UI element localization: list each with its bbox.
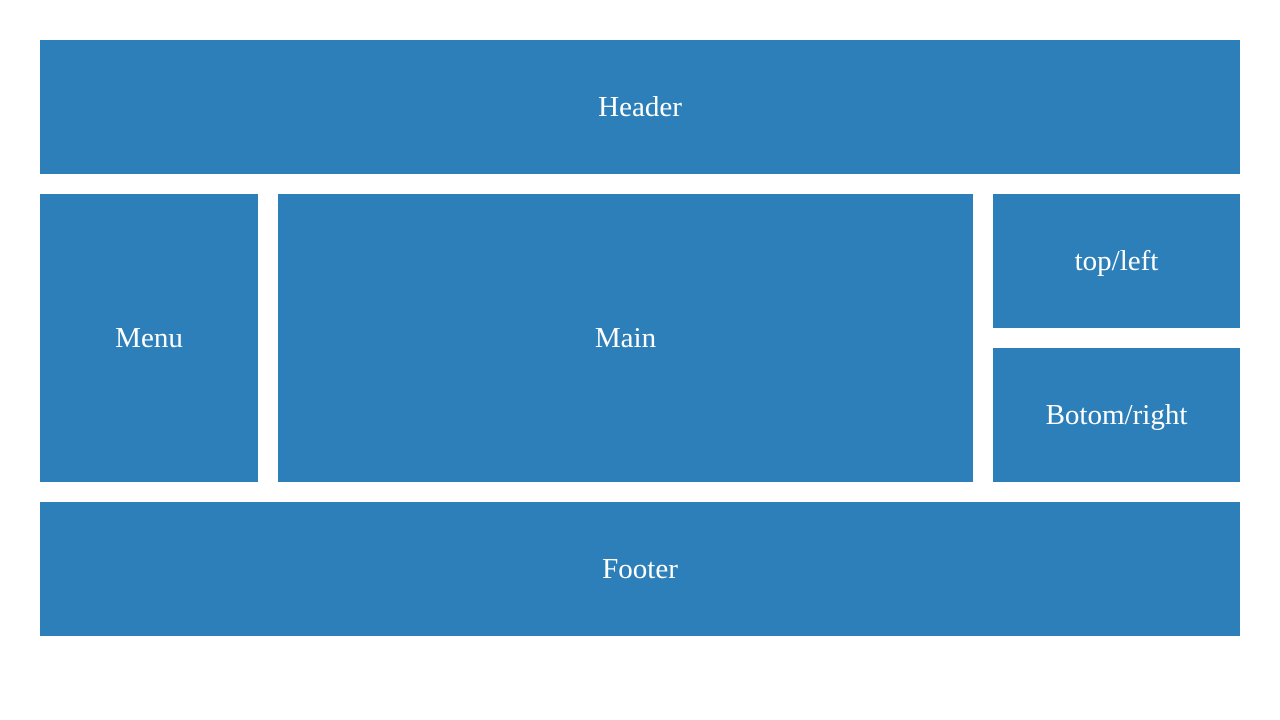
- main-block: Main: [278, 194, 973, 482]
- menu-label: Menu: [115, 321, 183, 354]
- header-block: Header: [40, 40, 1240, 174]
- bottom-right-label: Botom/right: [1045, 398, 1188, 431]
- top-left-block: top/left: [993, 194, 1240, 328]
- layout-grid: Header Menu Main top/left Botom/right Fo…: [40, 40, 1240, 636]
- footer-label: Footer: [602, 552, 678, 585]
- header-label: Header: [598, 90, 682, 123]
- footer-block: Footer: [40, 502, 1240, 636]
- menu-block: Menu: [40, 194, 258, 482]
- top-left-label: top/left: [1074, 244, 1159, 277]
- bottom-right-block: Botom/right: [993, 348, 1240, 482]
- main-label: Main: [594, 321, 657, 354]
